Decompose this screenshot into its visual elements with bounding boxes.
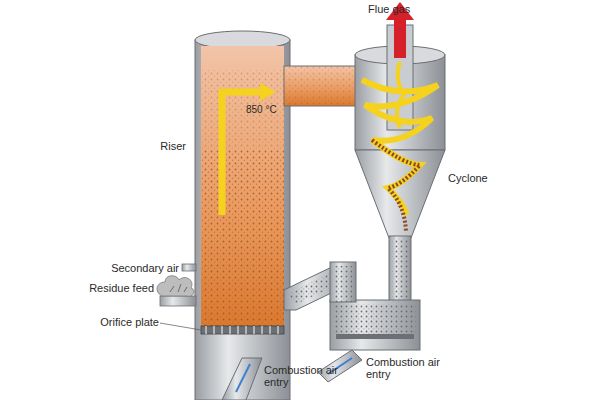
part-label: Riser — [110, 140, 186, 152]
part-label: Combustion air entry — [366, 356, 456, 380]
gas-flow-arrowhead — [260, 83, 276, 101]
part-label: Flue gas — [368, 3, 438, 15]
duct-particles — [284, 66, 364, 106]
flue-gas-arrow — [394, 18, 406, 58]
return-riser-solids — [334, 266, 352, 302]
loop-seal — [330, 300, 420, 350]
part-label: Orifice plate — [84, 316, 159, 328]
riser-bed — [201, 46, 284, 330]
part-label: Cyclone — [448, 172, 518, 184]
gas-up-arrow — [397, 62, 404, 128]
residue-particles — [170, 284, 187, 292]
leader-line — [160, 323, 201, 330]
solids-spiral — [372, 140, 420, 232]
air-flow-arrow — [236, 364, 250, 392]
orifice-holes — [206, 326, 278, 334]
orifice-plate — [201, 326, 284, 334]
riser-shell — [195, 40, 290, 400]
residue-cloud — [157, 276, 194, 297]
loop-seal-solids — [334, 304, 416, 334]
part-label: Secondary air — [84, 262, 179, 274]
cyclone-cone — [355, 150, 445, 238]
residue-feed-pipe — [160, 296, 196, 306]
combustion-air-pipe — [222, 358, 262, 400]
part-label: Combustion air entry — [264, 364, 342, 388]
return-riser-leg — [330, 262, 356, 302]
loop-seal-plate — [336, 334, 414, 339]
part-label: 850 °C — [246, 104, 286, 116]
riser-particles — [201, 150, 284, 330]
secondary-air-nozzle — [182, 264, 196, 271]
part-label: Residue feed — [76, 282, 154, 294]
transfer-duct — [284, 66, 364, 106]
